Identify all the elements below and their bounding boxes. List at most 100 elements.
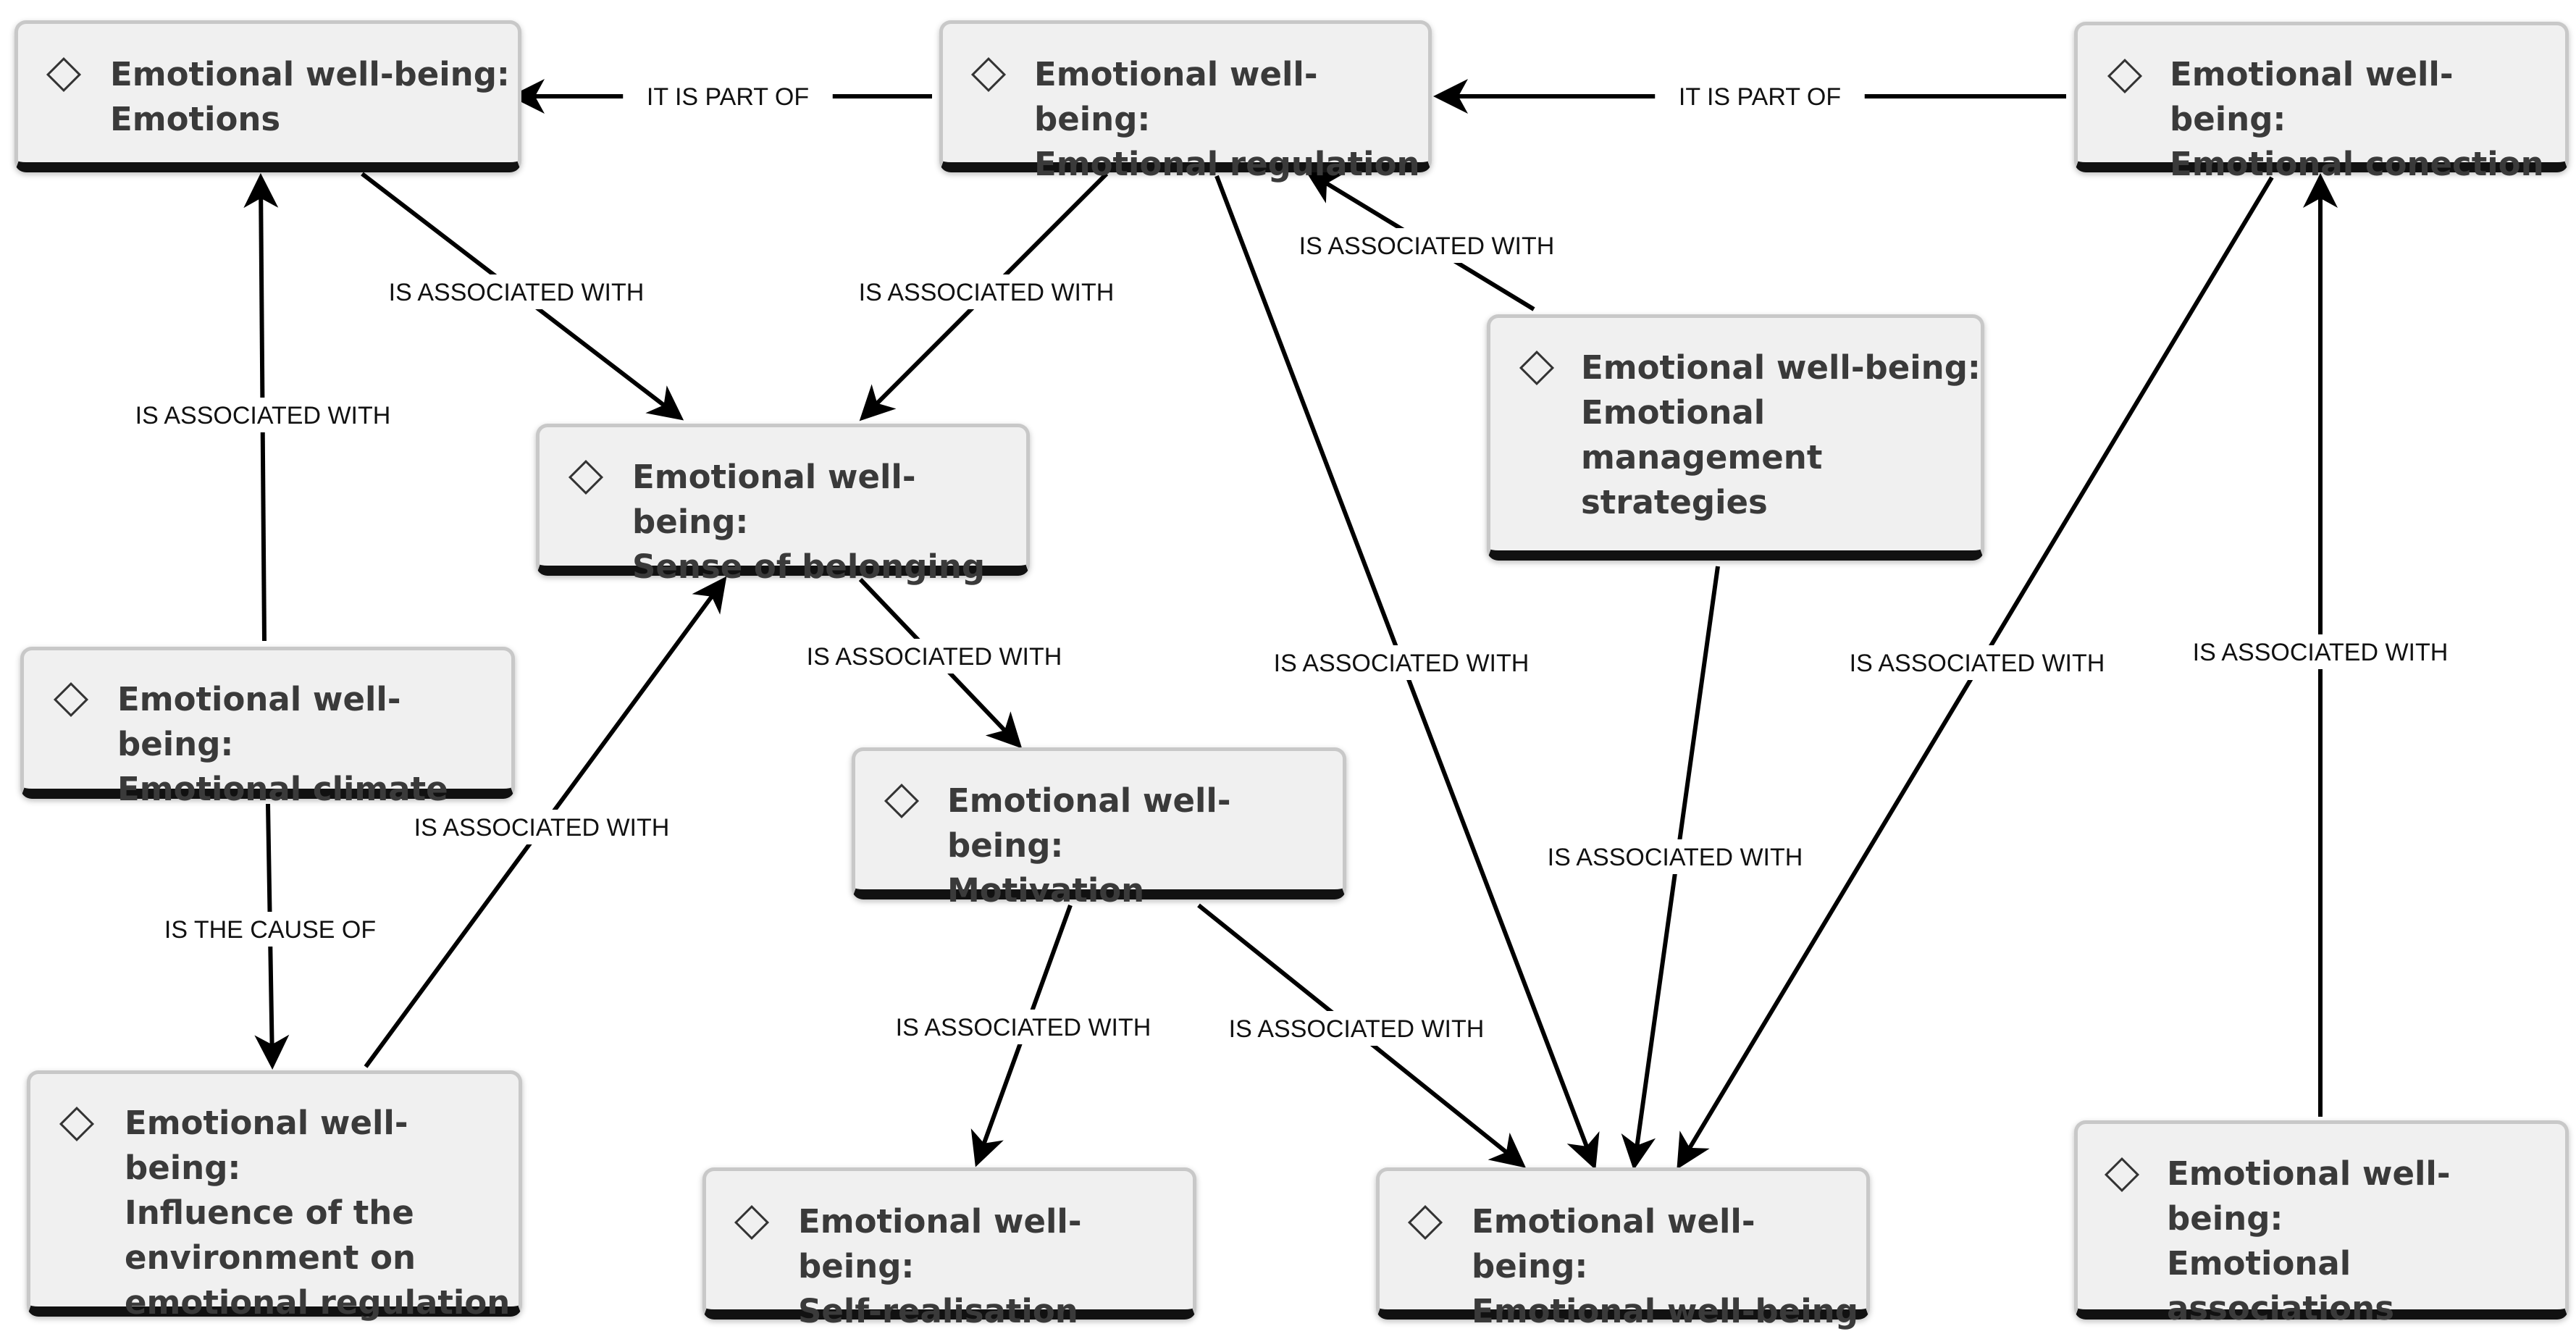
node-title: Emotional well-being: Sense of belonging	[632, 455, 1026, 590]
edge-label: IS ASSOCIATED WITH	[1274, 650, 1530, 677]
node-title: Emotional well-being: Emotional conection	[2170, 52, 2565, 187]
edge-regulation-to-belonging: IS ASSOCIATED WITH	[846, 172, 1127, 421]
node-conection[interactable]: Emotional well-being: Emotional conection	[2074, 22, 2569, 183]
node-title-prefix: Emotional well-being:	[947, 781, 1231, 865]
edge-motivation-to-wellbeing: IS ASSOCIATED WITH	[1197, 903, 1527, 1168]
edge-regulation-to-emotions: IT IS PART OF	[510, 79, 932, 114]
edge-regulation-to-wellbeing: IS ASSOCIATED WITH	[1214, 175, 1600, 1170]
edge-label: IS ASSOCIATED WITH	[1229, 1015, 1485, 1043]
diamond-icon	[2104, 1157, 2140, 1193]
diamond-icon	[970, 56, 1007, 93]
diamond-icon	[884, 783, 920, 819]
node-title: Emotional well-being: Emotions	[110, 52, 510, 142]
node-wellbeing[interactable]: Emotional well-being: Emotional well-bein…	[1376, 1167, 1870, 1330]
edge-label: IS ASSOCIATED WITH	[135, 402, 391, 429]
node-title: Emotional well-being: Self-realisation	[798, 1199, 1193, 1334]
node-title-line: management strategies	[1581, 438, 1823, 521]
edge-label-background	[1535, 839, 1816, 874]
node-climate[interactable]: Emotional well-being: Emotional climate	[20, 647, 515, 808]
edge-label-background	[1655, 79, 1865, 114]
node-title: Emotional well-being: Emotional management…	[1581, 345, 1981, 525]
edge-label-background	[401, 810, 682, 844]
node-title-line: Sense of belonging	[632, 548, 986, 586]
edge-belonging-to-motivation: IS ASSOCIATED WITH	[794, 577, 1075, 749]
node-title-prefix: Emotional well-being:	[798, 1202, 1082, 1285]
node-title-line: Emotional well-being	[1472, 1292, 1858, 1330]
node-title: Emotional well-being: Emotional climate	[117, 677, 511, 812]
diamond-icon	[1407, 1204, 1443, 1241]
edge-label-background	[1837, 645, 2118, 680]
node-regulation[interactable]: Emotional well-being: Emotional regulatio…	[939, 20, 1432, 183]
edge-label-background	[846, 274, 1127, 309]
edge-label: IS ASSOCIATED WITH	[896, 1014, 1151, 1041]
node-title-prefix: Emotional well-being:	[1581, 348, 1981, 387]
edge-label: IS ASSOCIATED WITH	[1548, 844, 1803, 871]
edge-associations-to-conection: IS ASSOCIATED WITH	[2180, 173, 2461, 1117]
node-title-prefix: Emotional well-being:	[117, 680, 401, 763]
edge-conection-to-regulation: IT IS PART OF	[1433, 79, 2066, 114]
edge-label: IS THE CAUSE OF	[164, 916, 376, 944]
edge-influence-to-belonging: IS ASSOCIATED WITH	[364, 576, 727, 1068]
node-title-prefix: Emotional well-being:	[632, 458, 916, 541]
diamond-icon	[1519, 350, 1555, 386]
node-title-line: environment on	[125, 1238, 416, 1277]
node-title-line: Motivation	[947, 871, 1145, 910]
node-title: Emotional well-being:Emotional associati…	[2167, 1151, 2565, 1331]
node-title-line: Emotional regulation	[1034, 145, 1420, 183]
node-title-line: emotional regulation	[125, 1283, 511, 1322]
edge-label: IS ASSOCIATED WITH	[807, 643, 1062, 671]
node-title-prefix: Emotional well-being:	[110, 55, 510, 93]
edge-climate-to-emotions: IS ASSOCIATED WITH	[122, 173, 403, 642]
edge-strategies-to-regulation: IS ASSOCIATED WITH	[1286, 170, 1567, 311]
node-emotions[interactable]: Emotional well-being: Emotions	[14, 20, 521, 172]
diamond-icon	[568, 459, 604, 495]
diamond-icon	[59, 1106, 95, 1142]
edge-climate-to-influence: IS THE CAUSE OF	[151, 803, 390, 1070]
edge-label: IS ASSOCIATED WITH	[1299, 232, 1555, 260]
node-title-line: Emotions	[110, 100, 281, 138]
edge-label-background	[1216, 1011, 1497, 1046]
node-title-line: Emotional conection	[2170, 145, 2544, 183]
edge-label: IT IS PART OF	[1679, 83, 1841, 111]
node-associations[interactable]: Emotional well-being:Emotional associati…	[2074, 1120, 2569, 1327]
edge-label: IS ASSOCIATED WITH	[2193, 639, 2449, 666]
node-title-prefix: Emotional well-being:	[2170, 55, 2454, 138]
node-title: Emotional well-being: Emotional regulatio…	[1034, 52, 1428, 187]
edge-label: IS ASSOCIATED WITH	[859, 279, 1115, 306]
node-title-line: Influence of the	[125, 1194, 414, 1232]
node-selfreal[interactable]: Emotional well-being: Self-realisation	[702, 1167, 1196, 1330]
edge-label-background	[623, 79, 833, 114]
node-title: Emotional well-being: Influence of the env…	[125, 1101, 519, 1325]
node-title-line: Emotional	[1581, 393, 1766, 432]
edge-label-background	[794, 639, 1075, 674]
node-strategies[interactable]: Emotional well-being: Emotional management…	[1487, 314, 1984, 561]
node-title-line: Emotional associations	[2167, 1244, 2394, 1327]
edge-label: IS ASSOCIATED WITH	[389, 279, 645, 306]
diamond-icon	[46, 56, 82, 93]
node-title-prefix: Emotional well-being:	[125, 1104, 408, 1187]
edge-label-background	[122, 398, 403, 432]
node-belonging[interactable]: Emotional well-being: Sense of belonging	[536, 424, 1030, 586]
node-influence[interactable]: Emotional well-being: Influence of the env…	[27, 1070, 522, 1322]
edge-label-background	[1261, 645, 1542, 680]
edge-label-background	[1286, 228, 1567, 263]
node-title-prefix: Emotional well-being:	[1034, 55, 1318, 138]
edge-conection-to-wellbeing: IS ASSOCIATED WITH	[1677, 176, 2274, 1170]
edge-label: IS ASSOCIATED WITH	[414, 814, 670, 842]
diamond-icon	[2107, 58, 2143, 94]
edge-strategies-to-wellbeing: IS ASSOCIATED WITH	[1535, 566, 1816, 1170]
node-title-prefix: Emotional well-being:	[1472, 1202, 1755, 1285]
node-title-line: Emotional climate	[117, 770, 448, 808]
node-title: Emotional well-being: Motivation	[947, 779, 1343, 913]
edge-emotions-to-belonging: IS ASSOCIATED WITH	[361, 172, 684, 421]
diamond-icon	[734, 1204, 770, 1241]
node-title-line: Self-realisation	[798, 1292, 1078, 1330]
node-motivation[interactable]: Emotional well-being: Motivation	[852, 747, 1346, 910]
node-title: Emotional well-being: Emotional well-bein…	[1472, 1199, 1866, 1334]
edge-label-background	[376, 274, 657, 309]
edge-label: IT IS PART OF	[647, 83, 809, 111]
edge-label-background	[2180, 634, 2461, 669]
edge-label: IS ASSOCIATED WITH	[1850, 650, 2105, 677]
